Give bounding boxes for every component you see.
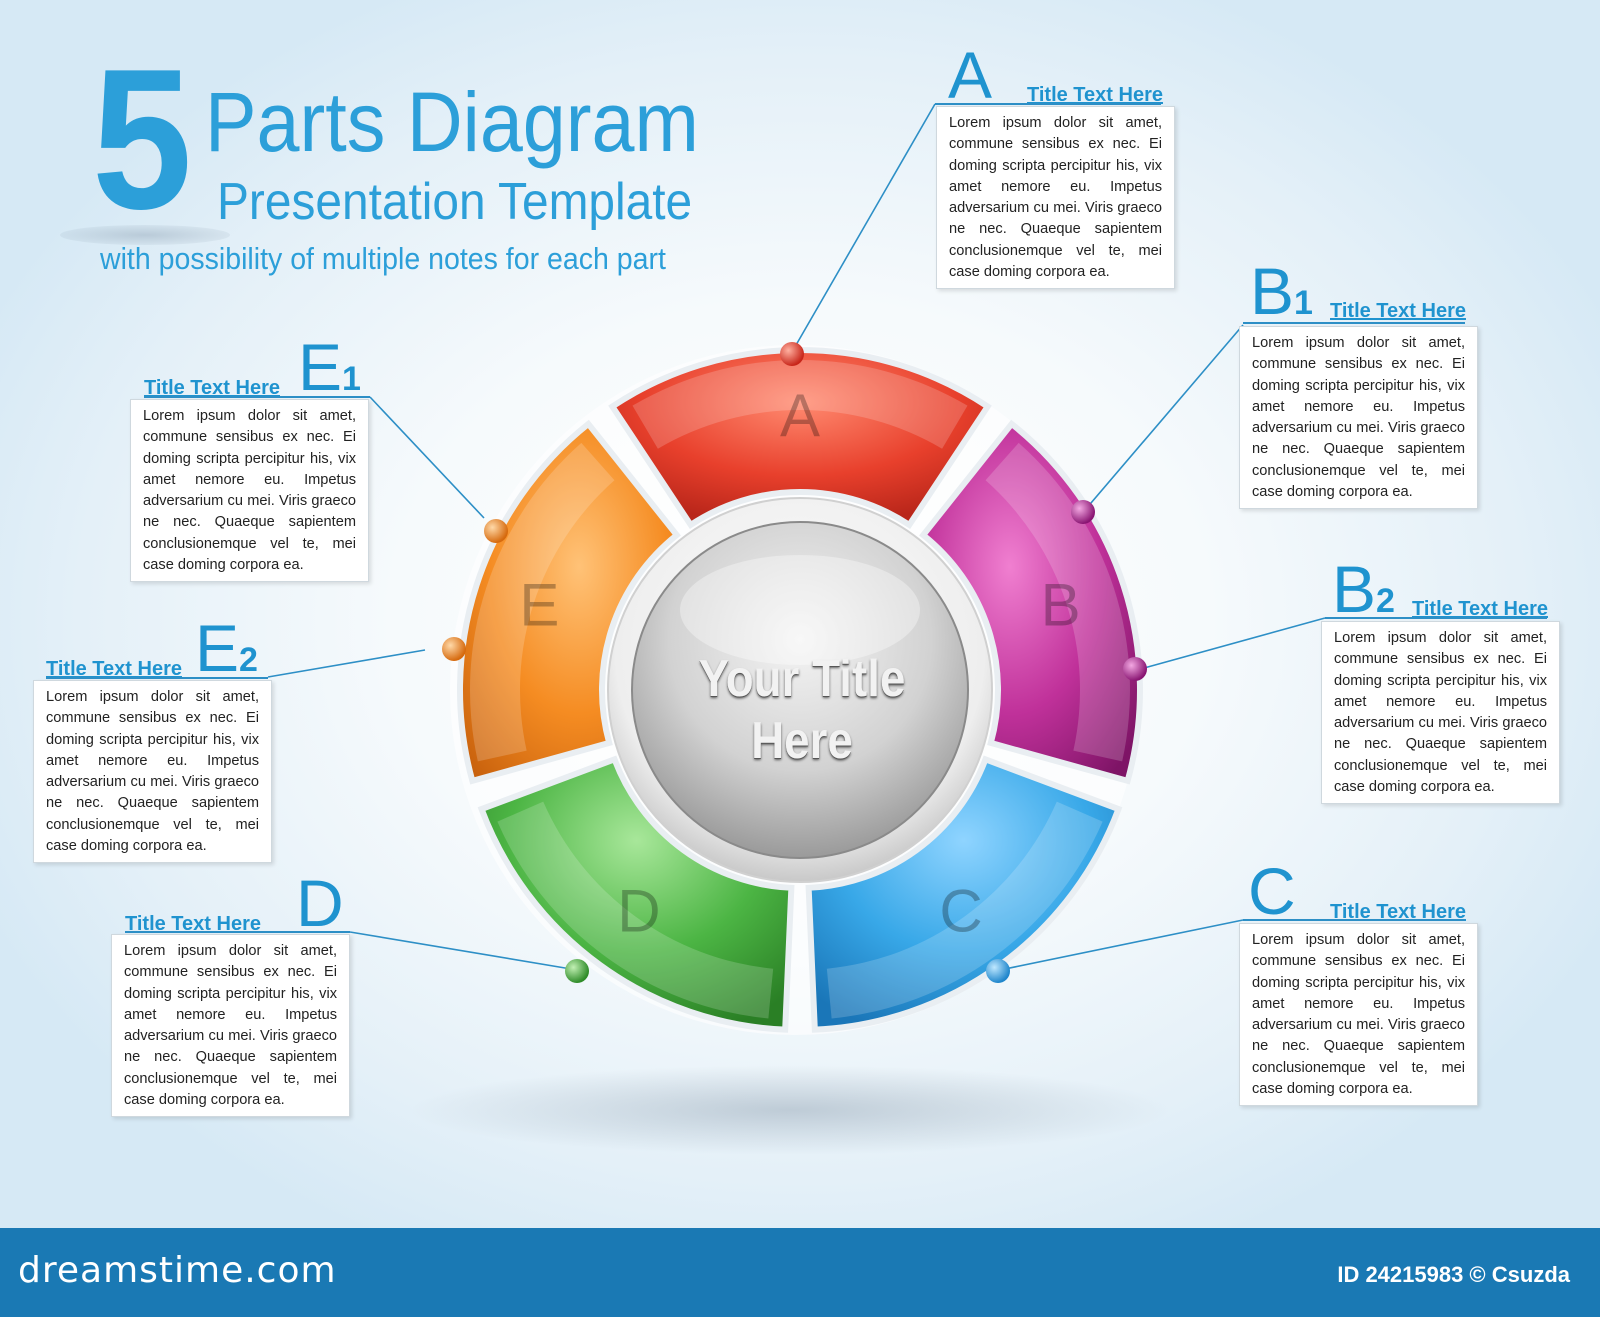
connector-d [349,931,578,971]
segment-a-gloss [632,360,968,449]
note-c-title[interactable]: Title Text Here [1330,901,1466,923]
marker-dot-c [986,959,1010,983]
header-title: Parts Diagram [205,75,699,169]
note-c-body: Lorem ipsum dolor sit amet, commune sens… [1252,932,1465,1098]
header: 5 Parts Diagram Presentation Template wi… [0,0,720,290]
note-b1-box: Lorem ipsum dolor sit amet, commune sens… [1239,326,1478,509]
marker-dot-e1 [484,519,508,543]
note-a-letter: A [948,38,993,112]
footer-logo[interactable]: dreamstime.com [18,1250,337,1291]
note-c-box: Lorem ipsum dolor sit amet, commune sens… [1239,923,1478,1106]
connector-lines [267,103,1326,971]
segment-c-gloss [826,801,1103,1019]
marker-dot-a [780,342,804,366]
note-e1-title[interactable]: Title Text Here [144,377,280,399]
note-e1-body: Lorem ipsum dolor sit amet, commune sens… [143,408,356,574]
center-gloss [680,555,920,665]
note-d-letter: D [296,866,344,940]
center-title-line2: Here [751,712,853,770]
segment-c-label: C [939,878,982,945]
note-e2-body: Lorem ipsum dolor sit amet, commune sens… [46,689,259,855]
number-shadow [60,225,230,245]
note-b1-title[interactable]: Title Text Here [1330,300,1466,322]
header-subtitle: Presentation Template [217,173,693,231]
note-c-letter: C [1248,854,1296,928]
note-b2-title[interactable]: Title Text Here [1412,598,1548,620]
note-d-rule [125,931,350,933]
note-e2-sub: 2 [239,641,258,679]
center-title-line1: Your Title [698,650,906,708]
note-a-title[interactable]: Title Text Here [1027,84,1163,106]
header-number: 5 [92,28,192,251]
note-b2-letter: B2 [1332,552,1395,626]
note-b2-box: Lorem ipsum dolor sit amet, commune sens… [1321,621,1560,804]
header-tagline: with possibility of multiple notes for e… [100,241,666,276]
note-b2-sub: 2 [1376,582,1395,620]
marker-dot-b1 [1071,500,1095,524]
segment-d[interactable] [477,755,795,1033]
connector-e1 [369,396,485,519]
note-e1-box: Lorem ipsum dolor sit amet, commune sens… [130,399,369,582]
note-b1-sub: 1 [1294,284,1313,322]
segment-b-label: B [1041,571,1081,638]
note-d-body: Lorem ipsum dolor sit amet, commune sens… [124,943,337,1109]
connector-a [791,103,936,353]
marker-dot-b2 [1123,657,1147,681]
note-a-box: Lorem ipsum dolor sit amet, commune sens… [936,106,1175,289]
segment-a[interactable] [608,347,992,530]
note-e1-sub: 1 [342,360,361,398]
note-b1-body: Lorem ipsum dolor sit amet, commune sens… [1252,335,1465,501]
segment-a-label: A [780,382,820,449]
segment-e-label: E [519,571,559,638]
segment-d-label: D [617,878,660,945]
note-e1-letter: E1 [298,330,361,404]
note-b2-rule [1325,617,1547,619]
note-e1-rule [144,396,370,398]
connector-c [999,919,1244,971]
note-b2-body: Lorem ipsum dolor sit amet, commune sens… [1334,630,1547,796]
note-a-rule [935,103,1161,105]
note-d-title[interactable]: Title Text Here [125,913,261,935]
connector-b2 [1136,617,1326,671]
segment-e[interactable] [457,419,681,785]
note-d-box: Lorem ipsum dolor sit amet, commune sens… [111,934,350,1117]
wheel-shadow [410,1065,1170,1155]
footer-image-id: ID 24215983 © Csuzda [1337,1262,1570,1287]
note-a-body: Lorem ipsum dolor sit amet, commune sens… [949,115,1162,281]
note-e2-rule [46,677,268,679]
note-c-rule [1243,919,1465,921]
connector-b1 [1084,324,1244,511]
note-b1-rule [1243,322,1465,324]
marker-dot-d [565,959,589,983]
footer-bar: dreamstime.com ID 24215983 © Csuzda [0,1228,1600,1317]
note-e2-title[interactable]: Title Text Here [46,658,182,680]
center-button[interactable] [631,521,969,859]
segment-e-gloss [470,442,615,762]
segment-d-gloss [497,801,774,1019]
center-title: Your Title Here [688,648,917,772]
segment-c[interactable] [805,755,1123,1033]
note-b1-letter: B1 [1250,254,1313,328]
connector-e2 [267,649,426,678]
note-e2-letter: E2 [195,611,258,685]
note-e2-box: Lorem ipsum dolor sit amet, commune sens… [33,680,272,863]
segment-b-gloss [985,442,1130,762]
marker-dot-e2 [442,637,466,661]
